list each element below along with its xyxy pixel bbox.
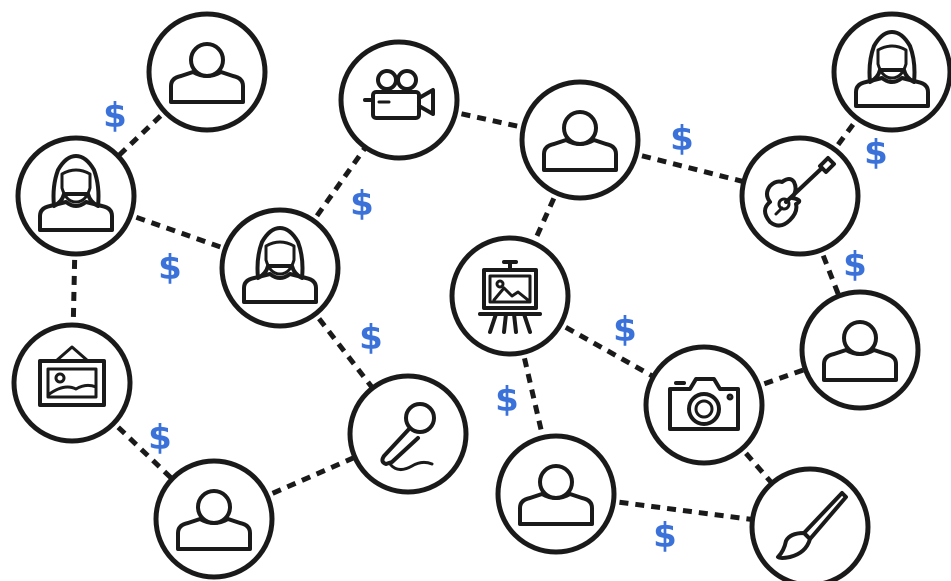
person-female-icon bbox=[854, 30, 930, 108]
photo-camera-icon bbox=[668, 377, 740, 431]
nodes-layer bbox=[11, 11, 951, 581]
node-circle bbox=[799, 289, 921, 411]
payment-label: $ bbox=[158, 248, 182, 288]
picture-frame-icon bbox=[38, 345, 106, 407]
node-circle bbox=[153, 458, 275, 580]
node-p2 bbox=[15, 135, 137, 257]
node-circle bbox=[495, 433, 617, 555]
node-p12 bbox=[749, 466, 871, 581]
node-circle bbox=[11, 322, 133, 444]
node-circle bbox=[643, 344, 765, 466]
node-circle bbox=[347, 373, 469, 495]
node-p6 bbox=[338, 39, 460, 161]
guitar-icon bbox=[763, 156, 836, 228]
node-p15 bbox=[799, 289, 921, 411]
node-p5 bbox=[219, 207, 341, 329]
person-icon bbox=[169, 42, 245, 104]
video-camera-icon bbox=[363, 69, 435, 120]
payment-label: $ bbox=[843, 245, 867, 285]
person-icon bbox=[518, 464, 594, 526]
payment-label: $ bbox=[864, 133, 888, 173]
person-icon bbox=[176, 489, 252, 551]
person-female-icon bbox=[38, 154, 114, 232]
edge-p8-p9 bbox=[507, 138, 583, 298]
node-p4 bbox=[153, 458, 275, 580]
node-p9 bbox=[449, 235, 571, 357]
node-circle bbox=[146, 11, 268, 133]
node-circle bbox=[519, 79, 641, 201]
payment-label: $ bbox=[350, 184, 374, 224]
person-female-icon bbox=[242, 226, 318, 304]
node-p1 bbox=[146, 11, 268, 133]
node-p10 bbox=[495, 433, 617, 555]
easel-painting-icon bbox=[478, 260, 542, 334]
payment-label: $ bbox=[653, 516, 677, 556]
node-p8 bbox=[519, 79, 641, 201]
payment-labels-layer: $ $ $ $ $ $ $ $ $ $ $ bbox=[103, 96, 888, 556]
payment-label: $ bbox=[670, 119, 694, 159]
payment-label: $ bbox=[613, 310, 637, 350]
node-p7 bbox=[347, 373, 469, 495]
node-p11 bbox=[643, 344, 765, 466]
person-icon bbox=[822, 320, 898, 382]
edge-p11-p15 bbox=[703, 347, 861, 408]
payment-label: $ bbox=[103, 96, 127, 136]
node-circle bbox=[739, 135, 861, 257]
paintbrush-icon bbox=[776, 491, 848, 560]
payment-label: $ bbox=[495, 380, 519, 420]
payment-label: $ bbox=[359, 318, 383, 358]
node-circle bbox=[338, 39, 460, 161]
microphone-icon bbox=[380, 402, 436, 471]
edge-p13-p15 bbox=[797, 195, 863, 351]
payment-label: $ bbox=[148, 418, 172, 458]
node-p14 bbox=[831, 11, 951, 133]
person-icon bbox=[542, 110, 618, 172]
node-p13 bbox=[739, 135, 861, 257]
node-p3 bbox=[11, 322, 133, 444]
